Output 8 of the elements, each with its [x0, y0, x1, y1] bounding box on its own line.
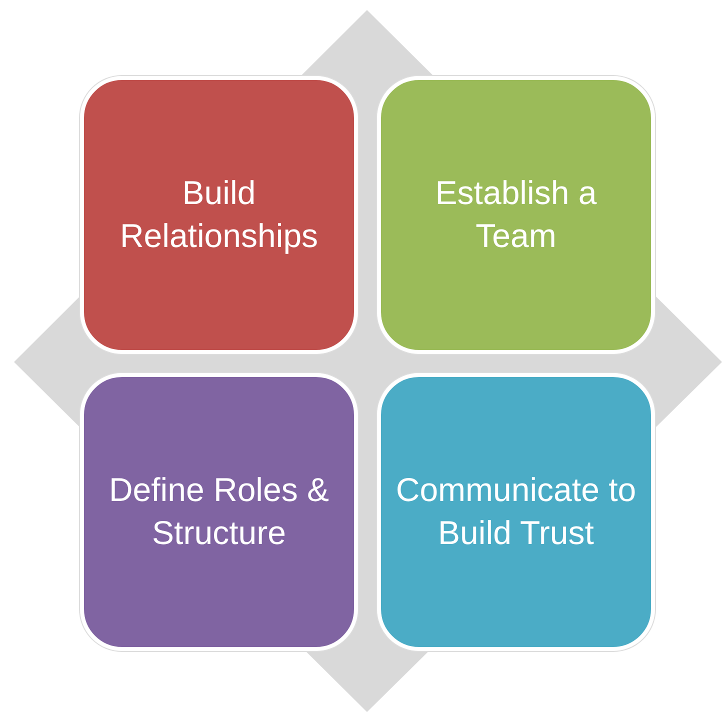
- box-label: Communicate to Build Trust: [394, 470, 638, 553]
- box-label: Establish a Team: [434, 173, 598, 256]
- box-label: Define Roles & Structure: [108, 470, 330, 553]
- rounded-box: [80, 76, 358, 354]
- rounded-box: [377, 76, 655, 354]
- rounded-box: [80, 373, 358, 651]
- box-label: Build Relationships: [118, 173, 320, 256]
- rounded-box: [377, 373, 655, 651]
